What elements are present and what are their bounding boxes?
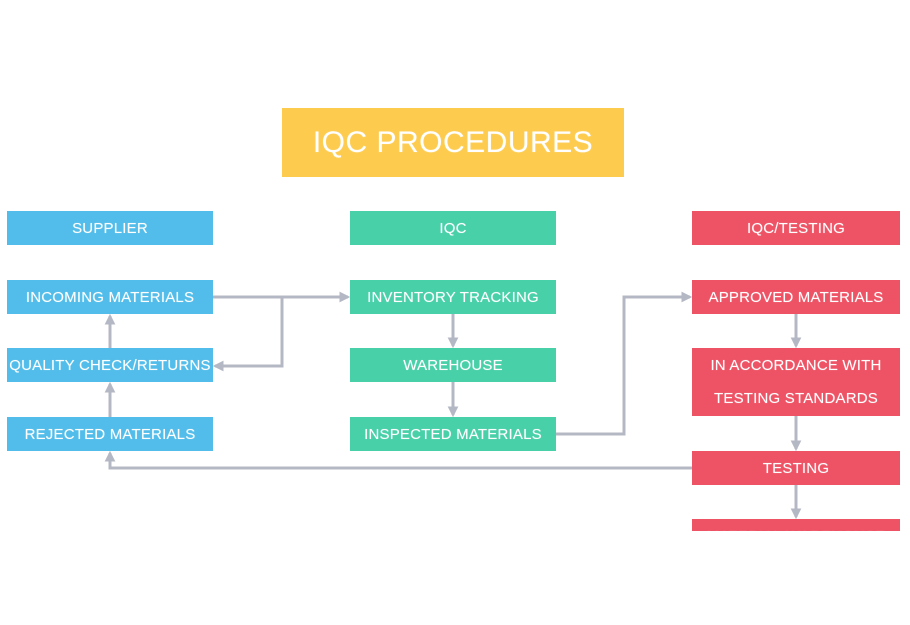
warehouse-box: WAREHOUSE [350, 348, 556, 382]
testing-box: TESTING [692, 451, 900, 485]
testing-standards-box: IN ACCORDANCE WITH TESTING STANDARDS [692, 348, 900, 416]
approved-materials-box: APPROVED MATERIALS [692, 280, 900, 314]
arrow-branch-to-quality-check [212, 297, 284, 372]
quality-check-returns-box: QUALITY CHECK/RETURNS [7, 348, 213, 382]
rejected-materials-box: REJECTED MATERIALS [7, 417, 213, 451]
arrow-testing-to-rejected [104, 450, 692, 470]
incoming-materials-box: INCOMING MATERIALS [7, 280, 213, 314]
supplier-header: SUPPLIER [7, 211, 213, 245]
inspected-materials-box: INSPECTED MATERIALS [350, 417, 556, 451]
testing-standards-line-1: IN ACCORDANCE WITH [710, 357, 882, 374]
testing-header: IQC/TESTING [692, 211, 900, 245]
testing-standards-line-2: TESTING STANDARDS [714, 390, 878, 407]
material-warehouse-clip: MATERIAL WAREHOUSE [692, 519, 900, 531]
diagram-title: IQC PROCEDURES [282, 108, 624, 177]
iqc-header: IQC [350, 211, 556, 245]
inventory-tracking-box: INVENTORY TRACKING [350, 280, 556, 314]
arrow-inspected-to-approved [556, 291, 693, 436]
material-warehouse-box: MATERIAL WAREHOUSE [692, 519, 900, 531]
